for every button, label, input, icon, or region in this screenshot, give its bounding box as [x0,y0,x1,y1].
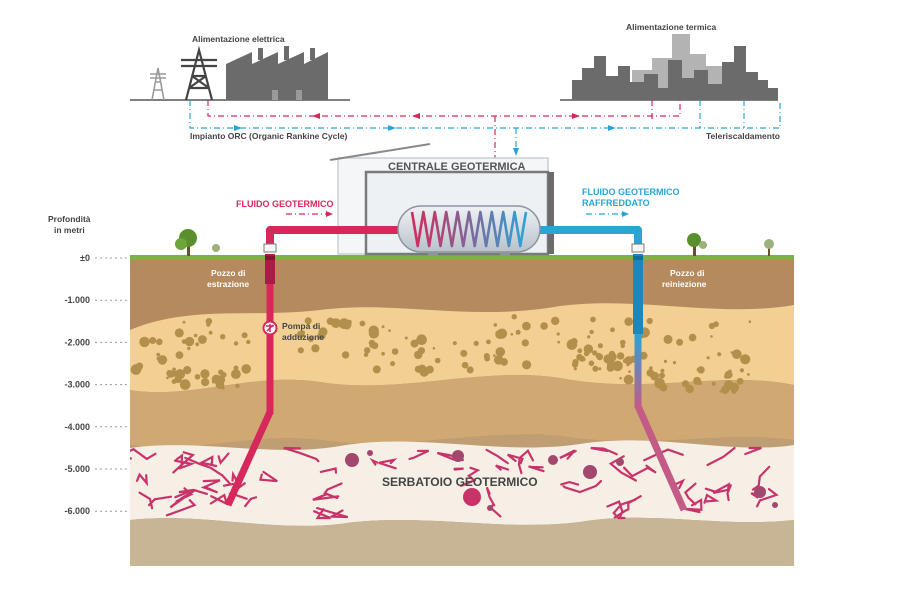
mid-rock-layer [130,375,794,448]
pebbles [130,314,752,394]
pump-icon [262,320,278,336]
reinjection-well-label-2: reiniezione [662,279,707,289]
district-heating-label: Teleriscaldamento [706,131,780,141]
flow-arrows-cold [234,125,616,156]
reservoir-label: SERBATOIO GEOTERMICO [382,475,538,489]
ground-strata [130,258,794,566]
heat-exchanger-icon [397,205,541,256]
bedrock-layer [130,517,794,566]
cold-arrowhead [622,211,629,217]
depth-tick-label: -1.000 [64,295,90,305]
reinjection-well-label: Pozzo di [670,268,704,278]
reservoir-bubbles [345,450,778,511]
depth-title-unit: in metri [54,225,85,235]
extraction-well-label: Pozzo di [211,268,245,278]
pylon-icon [181,45,217,101]
depth-tick-label: -6.000 [64,506,90,516]
orc-plant-label: Impianto ORC (Organic Rankine Cycle) [190,131,347,141]
depth-axis: ±0 -1.000 -2.000 -3.000 -4.000 -5.000 -6.000 [64,253,128,516]
electric-supply-label: Alimentazione elettrica [192,34,285,44]
pylon-icon [150,67,166,101]
depth-tick-label: -3.000 [64,380,90,390]
grass-line [130,255,794,260]
depth-tick-label: ±0 [80,253,90,263]
pipes [266,226,642,248]
reinjection-well [631,243,688,512]
cold-pipe [540,226,642,248]
cold-fluid-label-2: RAFFREDDATO [582,198,650,208]
thermal-supply-label: Alimentazione termica [626,22,716,32]
city-skyline-icon [572,34,778,100]
depth-title: Profondità [48,214,91,224]
depth-tick-label: -4.000 [64,422,90,432]
reservoir-fractures [130,446,779,520]
extraction-well-label-2: estrazione [207,279,249,289]
depth-tick-label: -2.000 [64,337,90,347]
extraction-well [224,243,277,507]
hot-pipe [266,226,398,248]
tree-icon [687,233,774,256]
hot-fluid-label: FLUIDO GEOTERMICO [236,199,334,209]
depth-tick-label: -5.000 [64,464,90,474]
pump-label-2: adduzione [282,332,324,342]
tree-icon [175,229,220,256]
factory-icon [226,46,328,100]
cold-fluid-label: FLUIDO GEOTERMICO [582,187,680,197]
hot-arrowhead [326,211,333,217]
pump-label: Pompa di [282,321,320,331]
plant-title: CENTRALE GEOTERMICA [388,161,526,173]
